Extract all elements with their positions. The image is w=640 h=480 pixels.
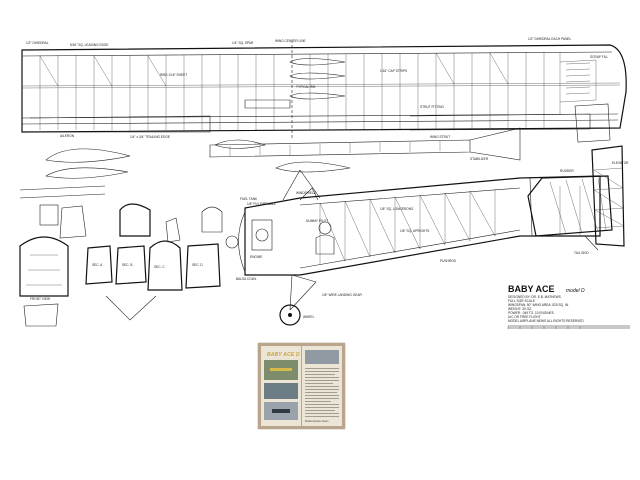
cap-strips-label: 1/16" CAP STRIPS bbox=[380, 69, 407, 73]
dummy-pilot-label: DUMMY PILOT bbox=[306, 219, 328, 223]
aileron-label: AILERON bbox=[60, 134, 75, 138]
title-block-line-6: U/C OR FREE FLIGHT bbox=[508, 315, 541, 319]
aircraft-wing bbox=[270, 368, 292, 371]
trailing-edge-label: 1/4" x 3/4" TRAILING EDGE bbox=[130, 135, 170, 139]
wing-strut-label: WING STRUT bbox=[430, 135, 450, 139]
title-block-line-7: MODEL AIRPLANE NEWS ALL RIGHTS RESERVED bbox=[508, 319, 584, 323]
cowl-label: BALSA COWL bbox=[236, 277, 257, 281]
title-block-line-4: WEIGHT: 30 OZ. bbox=[508, 307, 532, 311]
stab-label: STABILIZER bbox=[470, 157, 489, 161]
magazine-title: BABY ACE D bbox=[267, 352, 300, 358]
sec-a-label: SEC. A bbox=[92, 263, 103, 267]
tail-skid-label: TAIL SKID bbox=[574, 251, 589, 255]
wing-plan: 1/2" DIHEDRAL 5/16" SQ. LEADING EDGE WIN… bbox=[21, 37, 627, 139]
wheel-label: WHEEL bbox=[303, 315, 315, 319]
title-block-line-1: DESIGNED BY: DR. E.B. MATHEWS bbox=[508, 295, 561, 299]
wing-ribs bbox=[39, 52, 545, 130]
plan-subtitle: model D bbox=[566, 288, 585, 294]
strut-fitting-label: STRUT FITTING bbox=[420, 105, 444, 109]
title-block-line-5: POWER: .049 TO .10 ENGINES bbox=[508, 311, 554, 315]
plan-drawing: 1/2" DIHEDRAL 5/16" SQ. LEADING EDGE WIN… bbox=[19, 37, 630, 329]
fuselage-side-view: DUMMY PILOT WINDSHIELD 1/8" SQ. LONGERON… bbox=[236, 157, 629, 326]
longerons-label: 1/8" SQ. LONGERONS bbox=[380, 207, 413, 211]
magazine-caption: Model Airplane News bbox=[305, 420, 329, 423]
elevator-label: ELEVATOR bbox=[612, 161, 629, 165]
aircraft-photo-2 bbox=[264, 383, 298, 399]
tank-label: FUEL TANK bbox=[240, 197, 258, 201]
sec-d-label: SEC. D bbox=[192, 263, 203, 267]
title-block-line-2: FULL SIZE SCALE bbox=[508, 299, 535, 303]
aircraft-photo-4 bbox=[305, 350, 339, 364]
center-line-label: WING CENTER LINE bbox=[275, 39, 306, 43]
title-block: BABY ACE model D DESIGNED BY: DR. E.B. M… bbox=[507, 284, 630, 329]
plan-title: BABY ACE bbox=[508, 284, 555, 294]
engine-label: ENGINE bbox=[250, 255, 262, 259]
landing-gear-label: 1/8" WIRE LANDING GEAR bbox=[322, 293, 362, 297]
magazine-left-page: BABY ACE D bbox=[261, 346, 301, 426]
left-details: FRONT VIEW SEC. A SEC. B SEC. C SEC. D bbox=[19, 185, 239, 327]
dihedral-right-label: 1/2" DIHEDRAL EACH PANEL bbox=[528, 37, 572, 41]
rudder-label: RUDDER bbox=[560, 169, 574, 173]
magazine-right-page: Model Airplane News bbox=[302, 346, 342, 426]
spar-label: 1/4" SQ. SPAR bbox=[232, 41, 254, 45]
magazine-thumbnail: BABY ACE D Model Airplane News bbox=[258, 343, 345, 429]
title-block-line-3: WINGSPAN: 50" WING AREA: 525 SQ. IN. bbox=[508, 303, 569, 307]
leading-edge-label: 5/16" SQ. LEADING EDGE bbox=[70, 43, 109, 47]
rib-template-label: TYPICAL RIB bbox=[296, 85, 315, 89]
firewall-label: 1/8" PLY FIREWALL bbox=[247, 202, 276, 206]
tip-label: SCRAP FILL bbox=[590, 55, 608, 59]
pushrod-label: PUSHROD bbox=[440, 259, 457, 263]
windshield-label: WINDSHIELD bbox=[296, 191, 317, 195]
ribs-label: RIBS 1/16" SHEET bbox=[160, 73, 187, 77]
aircraft-silhouette bbox=[272, 409, 290, 413]
airfoil-sections bbox=[45, 139, 267, 179]
sec-b-label: SEC. B bbox=[122, 263, 132, 267]
sec-c-label: SEC. C bbox=[154, 265, 165, 269]
fuselage-top-view bbox=[209, 127, 521, 161]
front-view-label: FRONT VIEW bbox=[30, 297, 50, 301]
uprights-label: 1/8" SQ. UPRIGHTS bbox=[400, 229, 429, 233]
dihedral-left-label: 1/2" DIHEDRAL bbox=[26, 41, 49, 45]
stabilizer-plan bbox=[574, 103, 625, 247]
